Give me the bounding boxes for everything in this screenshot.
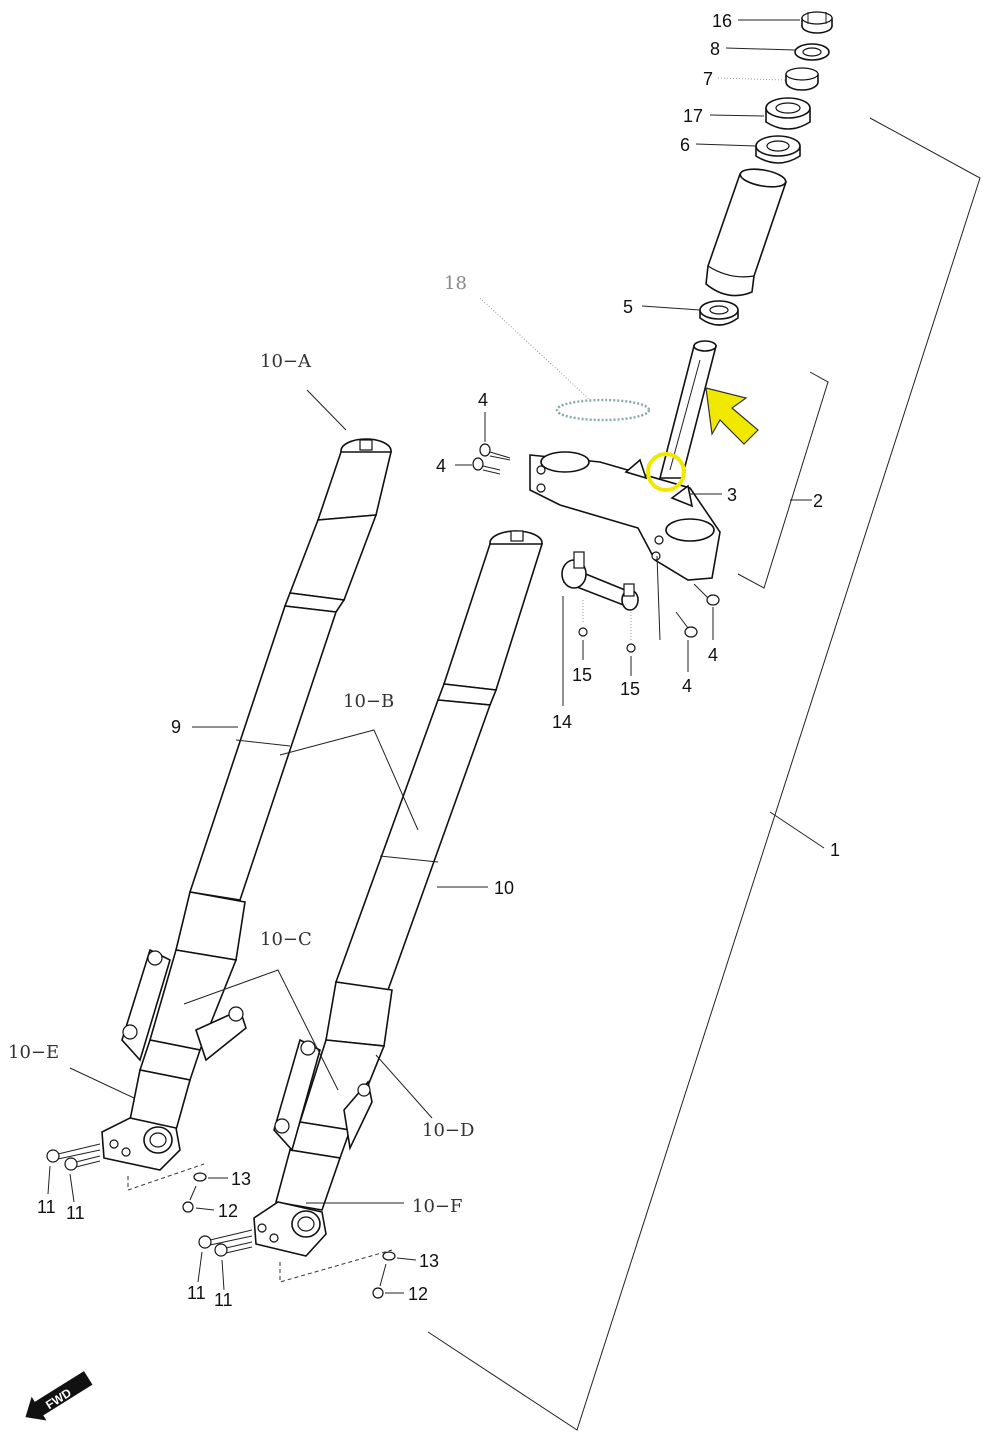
callout-labels: 16 8 7 17 6 18 5 10−A 4 4 3 2 4 4 15 15 … — [8, 11, 840, 1310]
callout-11-right-a: 11 — [187, 1283, 206, 1303]
callout-14: 14 — [552, 712, 572, 732]
lower-bracket-part-3 — [529, 451, 721, 581]
callout-1: 1 — [830, 840, 840, 860]
lock-washer-part-8 — [794, 43, 830, 61]
callout-8: 8 — [710, 39, 720, 59]
callout-13-right: 13 — [419, 1251, 439, 1271]
callout-7: 7 — [703, 69, 713, 89]
upper-bearing-part-6 — [755, 135, 801, 164]
callout-18: 18 — [444, 273, 467, 294]
callout-11-right-b: 11 — [214, 1290, 233, 1310]
bolt-part-4-upper-b — [472, 457, 501, 475]
callout-4-right-1: 4 — [708, 645, 718, 665]
callout-10-d: 10−D — [422, 1120, 474, 1141]
bolt-part-11-right-b — [214, 1241, 253, 1257]
bolt-part-11-left-b — [64, 1155, 101, 1171]
callout-5: 5 — [623, 297, 633, 317]
screw-part-15-b — [626, 612, 636, 653]
callout-3: 3 — [727, 485, 737, 505]
callout-15-b: 15 — [620, 679, 640, 699]
fwd-direction-badge: FWD — [25, 1371, 93, 1421]
axle-dashed-right — [279, 1249, 393, 1283]
callout-13-left: 13 — [231, 1169, 251, 1189]
callout-10-e: 10−E — [8, 1042, 59, 1063]
callout-2: 2 — [813, 491, 823, 511]
callout-10-c: 10−C — [260, 929, 312, 950]
callout-10-a: 10−A — [260, 351, 312, 372]
axle-dashed-left — [127, 1163, 205, 1191]
adjusting-nut-part-7 — [785, 67, 819, 91]
steering-stem-shaft — [658, 340, 718, 479]
fork-leg-part-10 — [253, 530, 544, 1257]
highlight-arrow-icon — [705, 387, 759, 445]
callout-11-left-b: 11 — [66, 1203, 85, 1223]
washer-part-13-right — [382, 1251, 396, 1261]
assembly-bracket-2 — [737, 371, 829, 589]
bolt-part-4-upper-a — [479, 443, 511, 461]
leader-lines — [47, 19, 825, 1294]
fwd-arrow-icon — [25, 1371, 93, 1421]
screw-part-15-a — [578, 600, 588, 637]
highlight-ring — [646, 452, 686, 492]
bolt-part-4-lower-a — [693, 583, 720, 606]
callout-12-left: 12 — [218, 1201, 238, 1221]
callout-15-a: 15 — [572, 665, 592, 685]
callout-12-right: 12 — [408, 1284, 428, 1304]
washer-part-13-left — [193, 1172, 207, 1182]
callout-10-f: 10−F — [412, 1196, 462, 1217]
bolt-part-4-lower-b — [675, 611, 698, 638]
callout-10: 10 — [494, 878, 514, 898]
stem-tube-cover — [705, 168, 788, 297]
handlebar-holder-part-14 — [561, 551, 639, 611]
oring-part-18 — [555, 398, 651, 422]
callout-16: 16 — [712, 11, 732, 31]
bearing-cover-part-17 — [765, 97, 811, 130]
callout-9: 9 — [171, 717, 181, 737]
screw-part-12-right — [372, 1263, 387, 1299]
screw-part-12-left — [182, 1185, 197, 1213]
callout-6: 6 — [680, 135, 690, 155]
bolt-part-11-right-a — [198, 1229, 253, 1249]
callout-4-right-2: 4 — [682, 676, 692, 696]
fork-leg-part-9 — [101, 438, 393, 1171]
assembly-bracket-1 — [427, 117, 981, 1431]
stem-nut-part-16 — [801, 11, 833, 34]
callout-4-top-2: 4 — [436, 456, 446, 476]
lower-bearing-part-5 — [699, 300, 739, 326]
callout-4-top-1: 4 — [478, 390, 488, 410]
callout-17: 17 — [683, 106, 703, 126]
callout-11-left-a: 11 — [37, 1197, 56, 1217]
bolt-part-11-left-a — [46, 1143, 101, 1163]
callout-10-b: 10−B — [343, 691, 394, 712]
